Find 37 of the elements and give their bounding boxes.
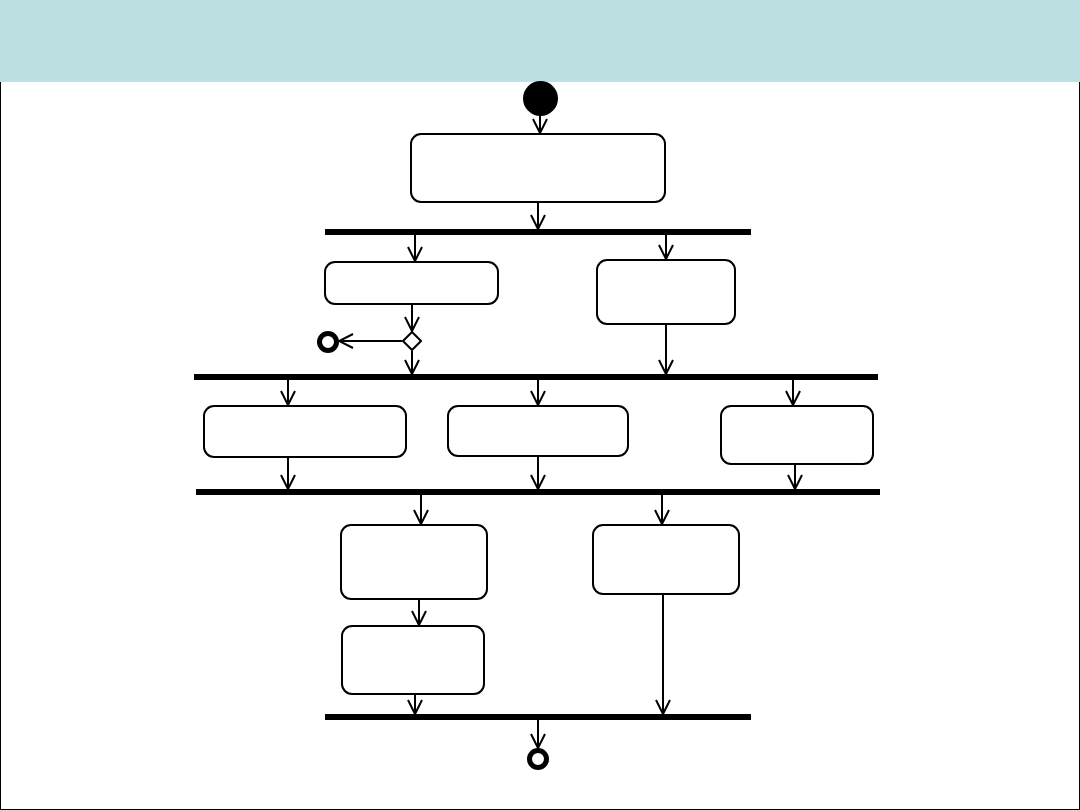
arrow — [785, 379, 801, 406]
arrow — [530, 719, 546, 749]
arrow — [658, 234, 674, 260]
arrow — [530, 456, 546, 490]
fork-bar — [325, 229, 751, 235]
action-box — [324, 261, 499, 305]
fork-bar — [194, 374, 878, 380]
fork-bar — [196, 489, 880, 495]
arrow — [407, 234, 423, 262]
arrow — [658, 324, 674, 375]
action-box — [596, 259, 736, 325]
action-box — [720, 405, 874, 465]
arrow — [407, 694, 423, 715]
action-box — [203, 405, 407, 458]
final-node — [527, 748, 549, 770]
action-box — [447, 405, 629, 457]
arrow — [787, 464, 803, 490]
action-box — [592, 524, 740, 595]
fork-bar — [325, 714, 751, 720]
arrow — [530, 202, 546, 230]
arrow — [530, 379, 546, 406]
decision-diamond — [402, 331, 422, 351]
arrow — [413, 494, 429, 525]
arrow — [404, 350, 420, 375]
initial-node — [523, 81, 558, 116]
action-box — [410, 133, 666, 203]
arrow — [655, 594, 671, 715]
arrow — [404, 304, 420, 332]
action-box — [340, 524, 488, 600]
action-box — [341, 625, 485, 695]
arrow — [411, 599, 427, 626]
final-node — [317, 331, 339, 353]
arrow — [280, 457, 296, 490]
arrow — [338, 333, 403, 349]
arrow — [654, 494, 670, 525]
arrow — [280, 379, 296, 406]
arrow — [532, 115, 548, 134]
